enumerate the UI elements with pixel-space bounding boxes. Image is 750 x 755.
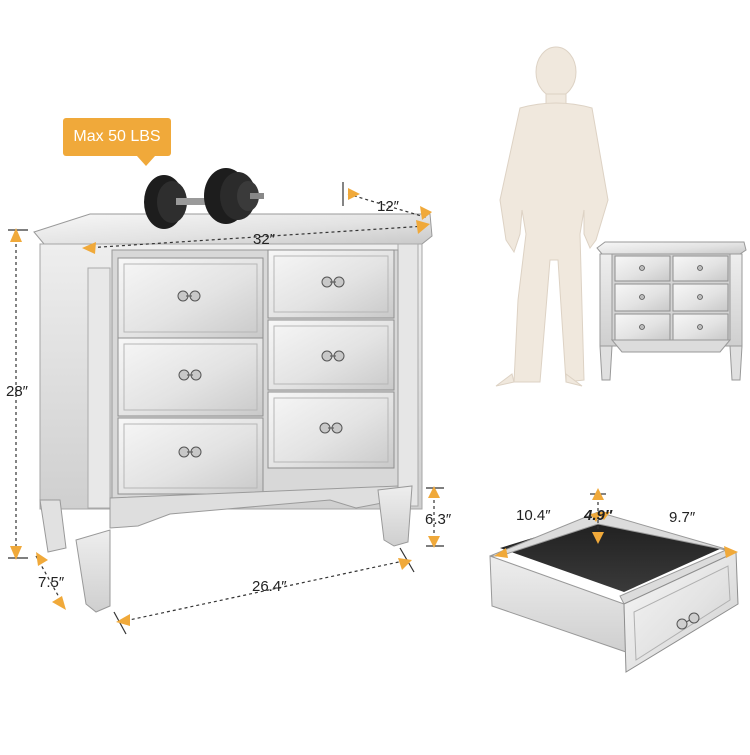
- drawer-width-label: 10.4″: [516, 507, 551, 524]
- base-width-label: 26.4″: [252, 578, 287, 595]
- drawer-depth-label: 9.7″: [669, 509, 696, 526]
- main-chest: [33, 213, 433, 613]
- open-drawer: [489, 511, 739, 673]
- drawer: [267, 391, 395, 469]
- depth-top-label: 12″: [377, 198, 399, 215]
- dumbbell-icon: [144, 168, 264, 229]
- drawer-grid: [117, 249, 395, 495]
- drawer-height-label: 4.9″: [584, 507, 613, 524]
- drawer-rim: [489, 511, 738, 605]
- crystal-knob-icon: [177, 276, 345, 458]
- width-top-label: 32″: [253, 231, 275, 248]
- right-pilaster: [397, 243, 419, 507]
- small-chest: [596, 241, 747, 381]
- left-pilaster: [87, 267, 111, 509]
- leg-height-label: 6.3″: [425, 511, 452, 528]
- dimension-arrowheads: [10, 188, 738, 626]
- leg-depth-label: 7.5″: [38, 574, 65, 591]
- leg-front-left: [75, 529, 111, 613]
- height-total-label: 28″: [6, 383, 28, 400]
- person-silhouette-icon: [495, 46, 609, 387]
- crystal-knob-icon: [676, 612, 700, 630]
- callout-pointer: [137, 156, 155, 166]
- drawer-front: [623, 551, 739, 673]
- drawer: [117, 417, 264, 495]
- leg-front-right: [377, 485, 413, 547]
- leg-back-left: [39, 499, 67, 553]
- max-load-callout: Max 50 LBS: [63, 118, 171, 156]
- drawer: [117, 337, 264, 417]
